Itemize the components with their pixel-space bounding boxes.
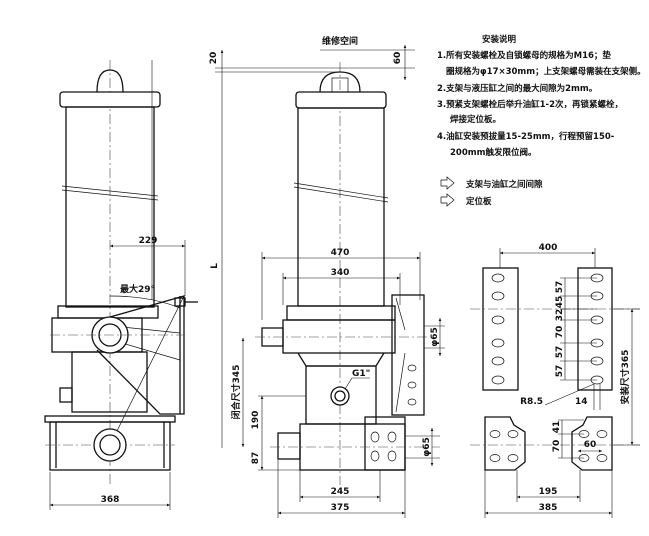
lower-eye bbox=[93, 428, 127, 462]
port-g1 bbox=[330, 386, 350, 406]
dim-340: 340 bbox=[331, 268, 350, 278]
closed-length-label: 闭合尺寸345 bbox=[230, 365, 242, 420]
dim-phi65-upper: φ65 bbox=[430, 327, 440, 347]
front-view: 维修空间 60 20 L 470 340 φ65 G1" bbox=[209, 35, 445, 518]
note-line: 1.所有安装螺栓及自锁螺母的规格为M16；垫 bbox=[437, 50, 611, 61]
top-eye bbox=[96, 69, 124, 93]
dim-offset-229: 229 bbox=[139, 236, 158, 246]
dim-385: 385 bbox=[539, 503, 558, 513]
notes-title: 安装说明 bbox=[482, 34, 517, 45]
dim-length-L: L bbox=[210, 263, 220, 269]
right-upper-bracket bbox=[577, 267, 613, 391]
dim-width-368: 368 bbox=[101, 495, 120, 505]
note-line: 3.预紧支架螺栓后举升油缸1-2次，再锁紧螺栓， bbox=[437, 99, 623, 110]
legend-label: 定位板 bbox=[465, 196, 492, 207]
spacing-label: 70 bbox=[555, 326, 565, 339]
dim-70: 70 bbox=[552, 440, 562, 453]
dim-470: 470 bbox=[331, 248, 350, 258]
left-side-view: 368 229 最大29° bbox=[44, 60, 198, 510]
spacing-label: 45 bbox=[555, 296, 565, 309]
note-line: 2.支架与液压缸之间的最大间隙为2mm。 bbox=[437, 83, 597, 94]
dim-41: 41 bbox=[552, 421, 562, 434]
left-upper-bracket bbox=[482, 267, 519, 391]
dim-245: 245 bbox=[331, 487, 350, 497]
spacing-label: 57 bbox=[555, 281, 565, 294]
dim-375: 375 bbox=[331, 503, 350, 513]
note-line: 圈规格为φ17×30mm；上支架螺母需装在支架侧。 bbox=[446, 66, 646, 77]
arrow-marker-icon bbox=[440, 193, 455, 207]
maintenance-space-label: 维修空间 bbox=[322, 35, 358, 47]
dim-190: 190 bbox=[251, 411, 261, 430]
dim-clearance-60: 60 bbox=[393, 52, 403, 65]
note-line: 焊接定位板。 bbox=[450, 114, 501, 125]
radius-label: R8.5 bbox=[520, 397, 543, 407]
dim-60: 60 bbox=[584, 440, 597, 450]
spacing-label: 32 bbox=[555, 309, 565, 322]
right-lower-plate bbox=[571, 416, 613, 471]
lower-bracket bbox=[364, 416, 406, 471]
bracket-detail-view: 400 57 45 32 70 57 57 R8.5 14 安装尺寸365 bbox=[470, 243, 640, 518]
dim-top-20: 20 bbox=[209, 52, 219, 65]
top-eye bbox=[319, 71, 361, 93]
cylinder-body bbox=[65, 106, 155, 308]
arrow-marker-icon bbox=[440, 176, 455, 190]
port-label: G1" bbox=[352, 369, 370, 379]
spacing-label: 57 bbox=[555, 365, 565, 378]
note-line: 4.油缸安装预拔量15-25mm，行程预留150- bbox=[437, 131, 615, 142]
install-size-label: 安装尺寸365 bbox=[619, 350, 631, 405]
trunnion-ring bbox=[282, 319, 396, 354]
spacing-label: 57 bbox=[555, 346, 565, 359]
dim-400: 400 bbox=[539, 243, 558, 253]
dim-195: 195 bbox=[539, 487, 558, 497]
support-bracket bbox=[96, 295, 185, 415]
installation-notes: 安装说明 1.所有安装螺栓及自锁螺母的规格为M16；垫 圈规格为φ17×30mm… bbox=[437, 34, 646, 207]
left-lower-plate bbox=[484, 416, 526, 471]
legend-label: 支架与油缸之间间隙 bbox=[465, 179, 543, 190]
max-angle-label: 最大29° bbox=[120, 283, 155, 295]
side-bracket bbox=[391, 294, 425, 416]
dim-87: 87 bbox=[251, 452, 261, 465]
dim-phi65-lower: φ65 bbox=[422, 437, 432, 457]
note-line: 200mm触发限位阀。 bbox=[450, 147, 536, 158]
top-cap bbox=[59, 91, 161, 108]
dim-14: 14 bbox=[575, 397, 588, 407]
top-cap bbox=[295, 91, 387, 109]
